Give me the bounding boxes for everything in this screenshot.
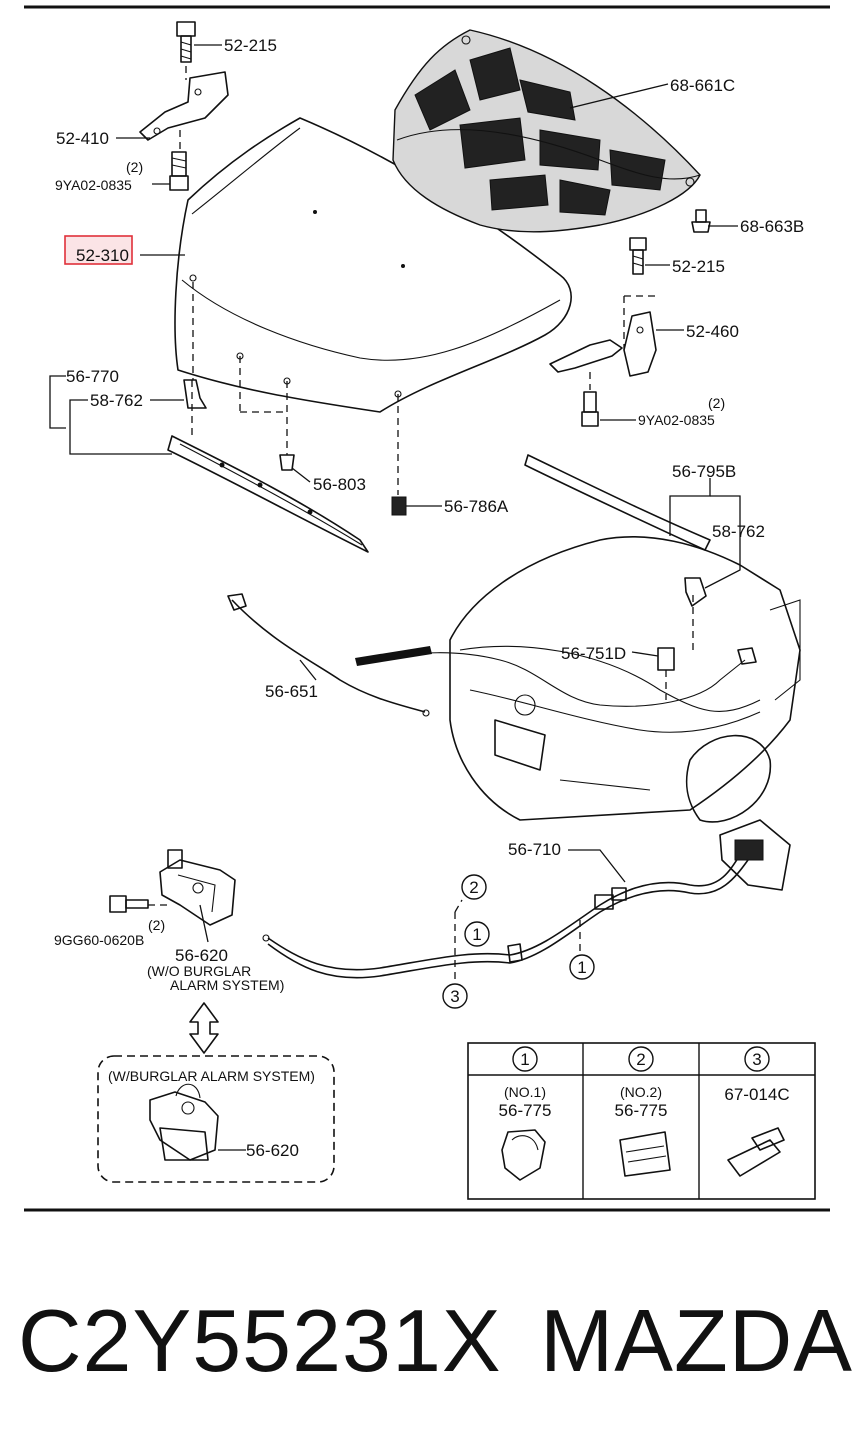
hood-parts-diagram: 2 1 3 1 1 2 3 52-215 52-410 (2) 9YA02-08… (24, 5, 830, 1212)
label-56-620-box: 56-620 (246, 1141, 299, 1160)
label-9ya02-0835-a: 9YA02-0835 (55, 177, 132, 193)
variant-arrow (189, 1002, 219, 1054)
label-52-215-right: 52-215 (672, 257, 725, 276)
legend-header-3: 3 (752, 1050, 761, 1069)
highlight-box-52-310 (64, 235, 133, 265)
clip-56-803 (239, 356, 295, 471)
hood-panel (174, 117, 572, 413)
label-qty-2-b: (2) (708, 395, 725, 411)
clip-no1-icon (501, 1129, 546, 1181)
bumper-56-786a (391, 394, 407, 516)
label-56-770: 56-770 (66, 367, 119, 386)
label-wo-alarm-line2: ALARM SYSTEM) (170, 977, 284, 993)
footer-brand: MAZDA (540, 1291, 853, 1390)
clip-no2-icon (619, 1131, 671, 1177)
label-68-663b: 68-663B (740, 217, 804, 236)
label-68-661c: 68-661C (670, 76, 735, 95)
legend-part-2: 56-775 (615, 1101, 668, 1120)
callout-circle-1-cable-left: 1 (472, 925, 481, 944)
label-56-803: 56-803 (313, 475, 366, 494)
label-56-620-top: 56-620 (175, 946, 228, 965)
label-9ya02-0835-b: 9YA02-0835 (638, 412, 715, 428)
label-52-215-top: 52-215 (224, 36, 277, 55)
hood-latch-wo-alarm (109, 849, 236, 926)
legend-part-3: 67-014C (724, 1085, 789, 1104)
legend-header-1: 1 (520, 1050, 529, 1069)
alarm-variant-box (97, 1055, 335, 1183)
leader-lines (49, 44, 741, 1151)
legend-part-1: 56-775 (499, 1101, 552, 1120)
circled-callouts: 2 1 3 1 1 2 3 (442, 874, 770, 1072)
label-wo-alarm-line1: (W/O BURGLAR (147, 963, 251, 979)
label-56-710: 56-710 (508, 840, 561, 859)
callout-circle-3-cable: 3 (450, 987, 459, 1006)
label-qty-2-c: (2) (148, 917, 165, 933)
label-52-460: 52-460 (686, 322, 739, 341)
hood-seal-left (167, 282, 369, 553)
label-52-410: 52-410 (56, 129, 109, 148)
right-hinge-assembly (549, 237, 657, 427)
legend-header-2: 2 (636, 1050, 645, 1069)
label-52-310: 52-310 (76, 246, 129, 265)
label-56-651: 56-651 (265, 682, 318, 701)
callout-circle-2-cable: 2 (469, 878, 478, 897)
label-58-762-right: 58-762 (712, 522, 765, 541)
car-front-body (355, 536, 801, 823)
label-w-alarm: (W/BURGLAR ALARM SYSTEM) (108, 1068, 315, 1084)
label-56-795b: 56-795B (672, 462, 736, 481)
label-58-762-left: 58-762 (90, 391, 143, 410)
clip-68-663b (691, 209, 711, 233)
label-56-786a: 56-786A (444, 497, 509, 516)
label-qty-2-a: (2) (126, 159, 143, 175)
label-9gg60-0620b: 9GG60-0620B (54, 932, 144, 948)
footer: C2Y55231X MAZDA (0, 1290, 864, 1410)
clip-67-014c-icon (727, 1139, 781, 1177)
part-labels: 52-215 52-410 (2) 9YA02-0835 52-310 68-6… (54, 36, 804, 1160)
callout-circle-1-cable-right: 1 (577, 958, 586, 977)
hood-prop-rod (227, 593, 430, 717)
footer-part-number: C2Y55231X (18, 1291, 502, 1390)
legend-table (467, 1042, 816, 1200)
hood-insulator (392, 29, 701, 233)
left-hinge-assembly (139, 21, 229, 191)
label-56-751d: 56-751D (561, 644, 626, 663)
legend-note-1: (NO.1) (504, 1084, 546, 1100)
legend-note-2: (NO.2) (620, 1084, 662, 1100)
release-cable (262, 819, 791, 985)
